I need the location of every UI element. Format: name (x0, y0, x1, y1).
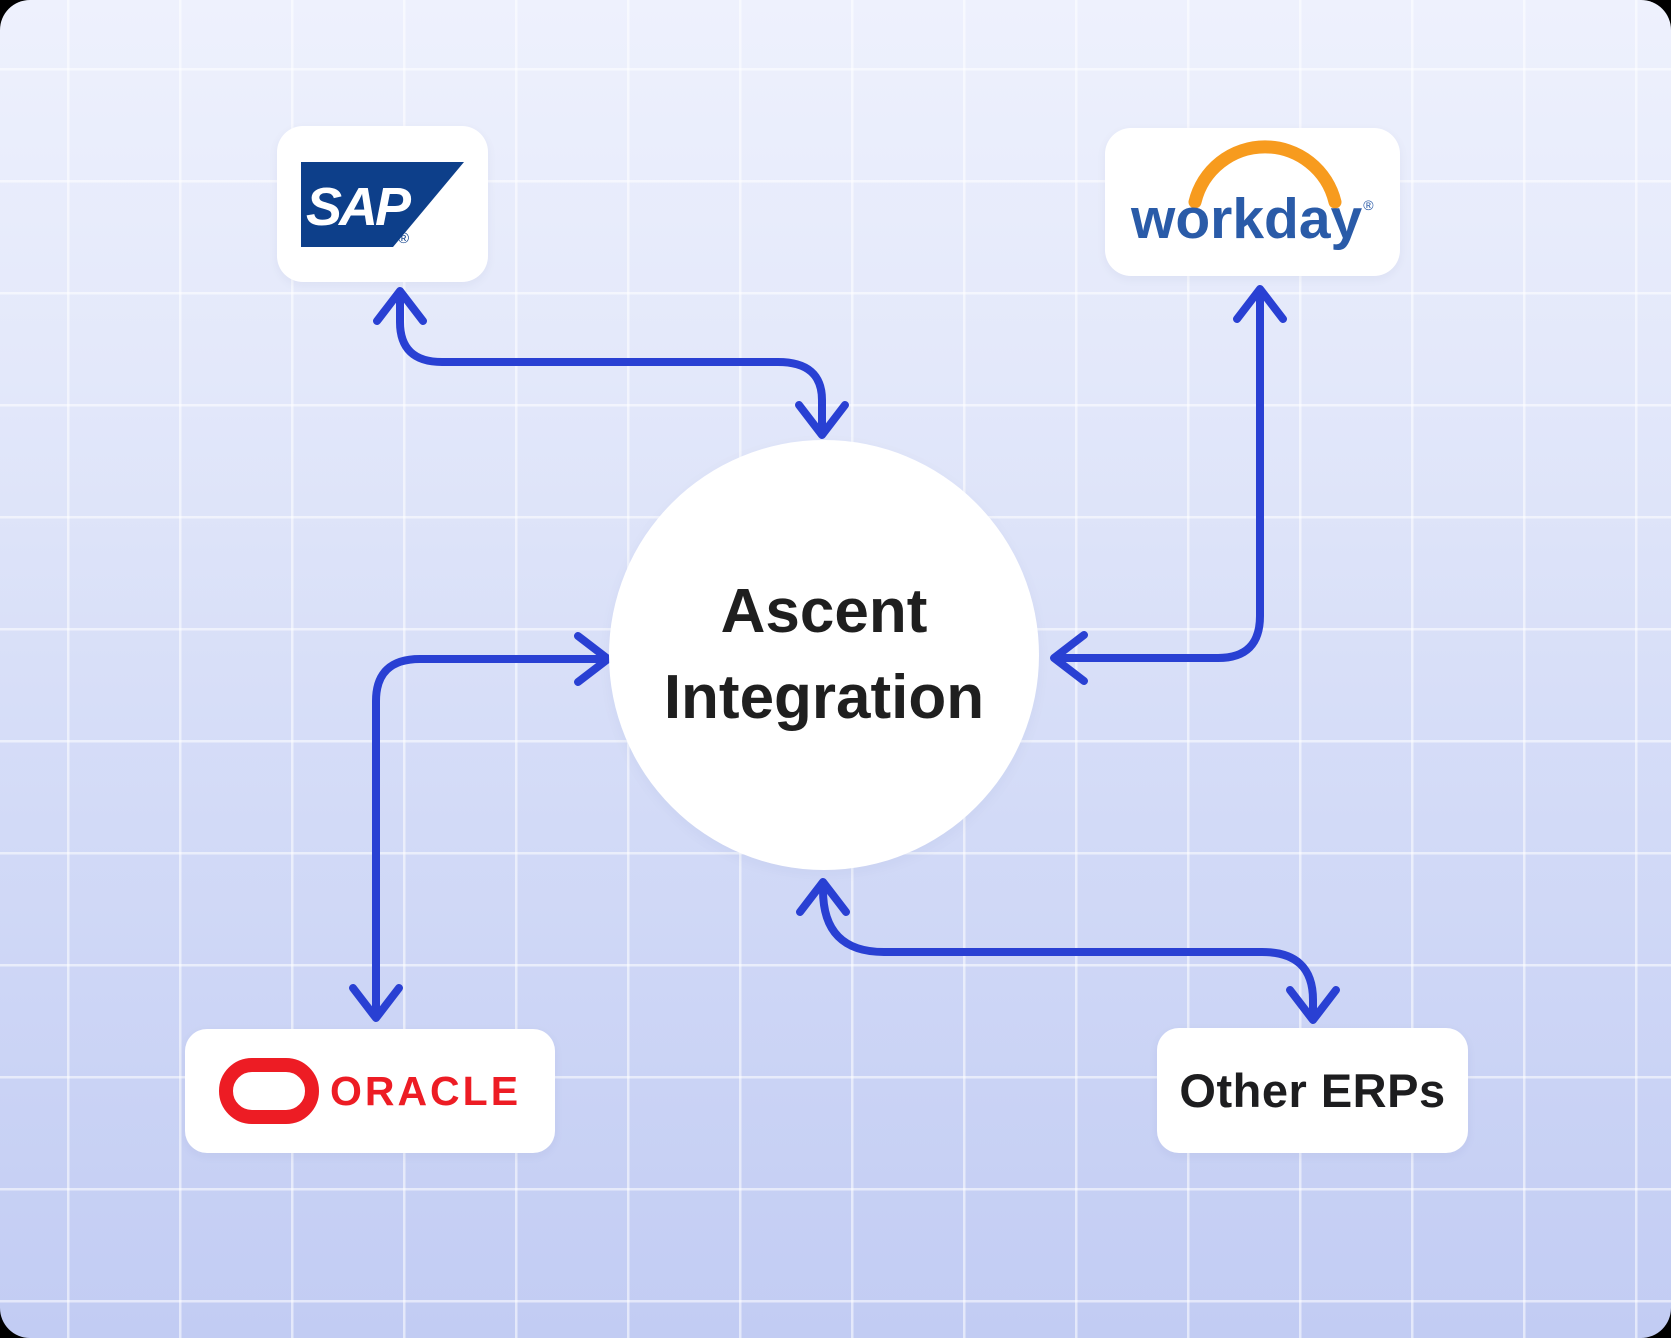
center-label-line2: Integration (663, 663, 985, 732)
oracle-logo-icon: ORACLE (218, 1058, 522, 1124)
node-sap: SAP ® (277, 126, 488, 282)
arrowhead-left-center-right (1050, 631, 1088, 685)
arrow-other-erps-center (796, 878, 1340, 1024)
sap-logo-icon: SAP ® (301, 161, 464, 247)
node-oracle: ORACLE (185, 1029, 555, 1153)
arrow-oracle-center (349, 632, 612, 1022)
center-node-ascent-integration: Ascent Integration (609, 440, 1039, 870)
arrow-workday-center (1050, 285, 1287, 685)
workday-wordmark: workday® (1131, 186, 1374, 252)
arrowhead-up-workday (1233, 285, 1287, 323)
other-erps-label: Other ERPs (1179, 1064, 1446, 1117)
arrowhead-right-center-left (574, 632, 612, 686)
oracle-ring-icon (218, 1058, 319, 1124)
node-other-erps: Other ERPs (1157, 1028, 1468, 1153)
workday-wordmark-text: workday (1131, 187, 1363, 251)
node-workday: workday® (1105, 128, 1400, 276)
sap-wordmark: SAP (306, 177, 412, 237)
workday-registered-mark: ® (1363, 197, 1374, 213)
arrowhead-down-oracle (349, 984, 403, 1022)
workday-logo-icon: workday® (1105, 128, 1400, 276)
workday-arc-icon (1188, 140, 1342, 209)
center-label-line1: Ascent (720, 577, 928, 647)
oracle-wordmark: ORACLE (329, 1067, 522, 1114)
arrowhead-down-other-erps (1286, 986, 1340, 1024)
arrowhead-down-center-top (795, 401, 849, 439)
sap-registered-mark: ® (398, 230, 409, 247)
arrowhead-up-center-bottom (796, 878, 850, 916)
arrow-sap-center (373, 287, 849, 439)
arrowhead-up-sap (373, 287, 427, 325)
